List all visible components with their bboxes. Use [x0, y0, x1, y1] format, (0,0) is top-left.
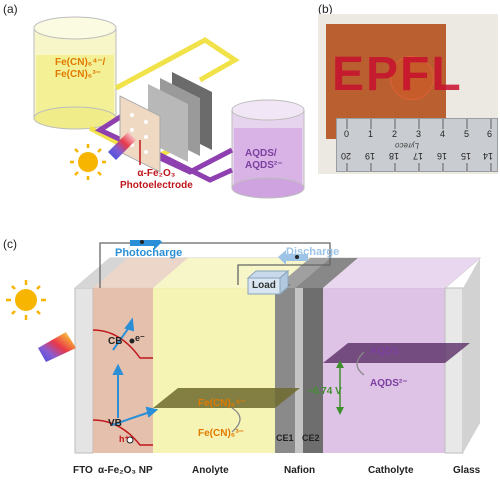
ruler-num-bottom: 17	[413, 151, 424, 161]
ruler-num-top: 0	[344, 129, 350, 139]
ferricyanide-label: Fe(CN)₆³⁻	[198, 428, 244, 439]
anolyte-tank	[33, 16, 117, 130]
illuminated-spot	[390, 56, 434, 100]
ruler-brand: Lyreco	[395, 141, 419, 150]
catholyte-region	[323, 288, 445, 453]
ruler-bottom-numbers: 20 19 18 17 16 15 14	[337, 151, 497, 163]
voltage-label: ~0.74 V	[307, 386, 342, 397]
load-box	[246, 269, 290, 296]
ce2-electrode	[303, 288, 323, 453]
ruler-ticks	[346, 119, 492, 171]
left-tank-line1: Fe(CN)₆⁴⁻/	[55, 57, 106, 68]
ruler-num-top: 3	[416, 129, 422, 139]
glass-layer	[444, 287, 464, 454]
ruler-num-bottom: 20	[341, 151, 352, 161]
ruler-num-top: 2	[392, 129, 398, 139]
photocharge-circuit	[99, 242, 331, 288]
nafion-membrane	[295, 288, 303, 453]
sun-icon	[6, 280, 46, 320]
np-label: α-Fe₂O₃ NP	[98, 465, 153, 476]
electrode-line2: Photoelectrode	[120, 180, 193, 191]
anolyte-redox-level	[153, 388, 300, 408]
panel-label-b: (b)	[318, 2, 333, 16]
cb-label: CB	[108, 336, 123, 347]
discharge-label: Discharge	[286, 246, 340, 258]
hematite-layer	[93, 288, 153, 453]
left-tank-line2: Fe(CN)₆³⁻	[55, 69, 101, 80]
ruler-num-top: 1	[368, 129, 374, 139]
anolyte-tube	[114, 37, 240, 91]
photocharge-label: Photocharge	[115, 247, 183, 259]
panel-label-a: (a)	[3, 2, 18, 16]
catholyte-species-label: AQDS/ AQDS²⁻	[245, 148, 283, 172]
light-beam-icon	[38, 332, 76, 362]
photoelectrode-label: α-Fe₂O₃ Photoelectrode	[120, 168, 193, 192]
flow-cell-stack	[119, 72, 212, 173]
ruler-num-top: 4	[440, 129, 446, 139]
ce1-electrode	[275, 288, 295, 453]
valence-band	[92, 419, 153, 446]
aqds2-label: AQDS²⁻	[370, 378, 408, 389]
panel-label-c: (c)	[3, 237, 17, 251]
catholyte-redox-level	[323, 343, 470, 363]
aqds-label: AQDS	[370, 346, 399, 357]
ruler-num-bottom: 18	[389, 151, 400, 161]
ruler-num-bottom: 19	[365, 151, 376, 161]
anolyte-label: Anolyte	[192, 465, 229, 476]
electrode-line1: α-Fe₂O₃	[137, 168, 176, 179]
electron-label: e⁻	[135, 333, 145, 343]
anolyte-species-label: Fe(CN)₆⁴⁻/ Fe(CN)₆³⁻	[55, 57, 105, 81]
hole-label: h⁺	[119, 434, 130, 444]
ce2-label: CE2	[302, 433, 320, 443]
ruler-top-numbers: 0 1 2 3 4 5 6	[337, 129, 497, 141]
charge-transfer-arrows	[111, 317, 159, 426]
vb-label: VB	[108, 418, 122, 429]
panel-a-diagram	[33, 16, 305, 199]
photocharge-arrow-icon	[130, 240, 162, 250]
ruler-num-bottom: 16	[437, 151, 448, 161]
discharge-circuit	[237, 258, 331, 285]
device-photo: EPFL 0 1 2 3 4 5 6 Lyreco 20	[318, 14, 498, 174]
panel-c-diagram	[6, 240, 482, 454]
right-tank-line1: AQDS/	[245, 148, 277, 159]
glass-label: Glass	[453, 465, 481, 476]
fto-label: FTO	[73, 465, 93, 476]
right-tank-line2: AQDS²⁻	[245, 160, 283, 171]
epfl-logo: EPFL	[332, 48, 463, 101]
electron-dot	[129, 338, 135, 344]
ruler-num-top: 6	[487, 129, 493, 139]
ruler-num-top: 5	[464, 129, 470, 139]
ferrocyanide-label: Fe(CN)₆⁴⁻	[198, 398, 246, 409]
catholyte-tank	[231, 99, 305, 199]
ce1-label: CE1	[276, 433, 294, 443]
catholyte-label: Catholyte	[368, 465, 414, 476]
ruler-num-bottom: 15	[461, 151, 472, 161]
light-beam-icon	[108, 132, 136, 160]
ruler: 0 1 2 3 4 5 6 Lyreco 20 19 18 17 16 15 1…	[336, 118, 498, 172]
fto-layer	[74, 287, 94, 454]
discharge-arrow-icon	[278, 250, 308, 265]
redox-arrow-anolyte	[231, 407, 241, 433]
ruler-num-bottom: 14	[483, 151, 494, 161]
hole-dot	[126, 436, 134, 444]
anolyte-region	[153, 288, 275, 453]
nafion-label: Nafion	[284, 465, 316, 476]
sun-icon	[70, 144, 106, 180]
redox-arrow-catholyte	[356, 351, 365, 376]
load-label: Load	[252, 280, 276, 291]
